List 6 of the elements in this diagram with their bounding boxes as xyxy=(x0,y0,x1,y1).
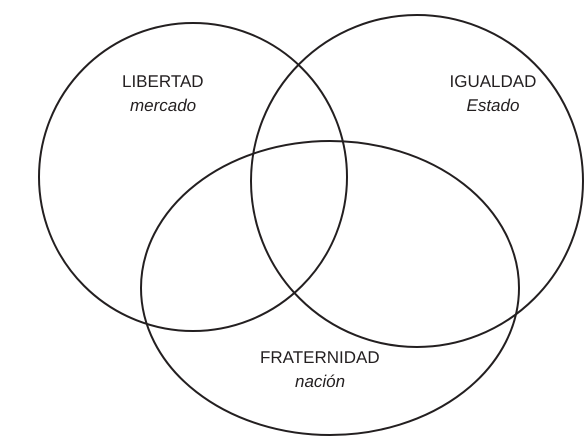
set-label: IGUALDAD xyxy=(450,71,536,93)
set-label: FRATERNIDAD xyxy=(260,347,380,369)
set-term: Estado xyxy=(466,95,520,117)
set-term: mercado xyxy=(130,95,196,117)
set-term: nación xyxy=(295,371,346,393)
set-label: LIBERTAD xyxy=(122,71,204,93)
